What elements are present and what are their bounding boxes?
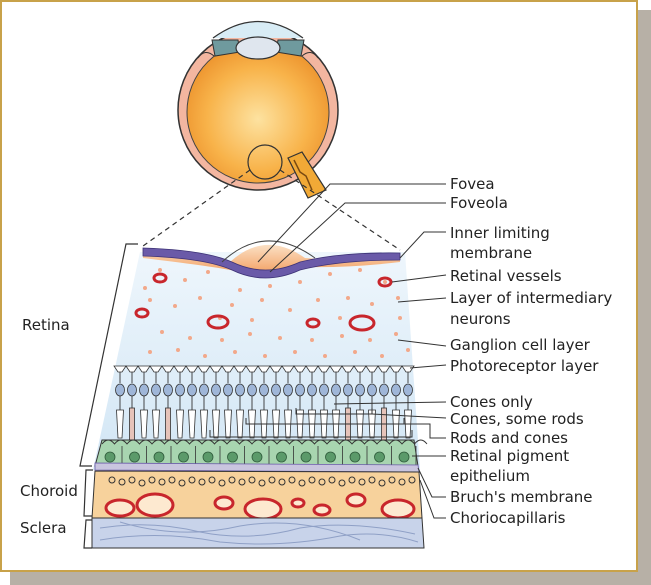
- choroid-bracket: [84, 470, 93, 516]
- callout-cones-only: Cones only: [450, 393, 533, 411]
- rpe-nucleus: [179, 452, 189, 462]
- callout-choriocapillaris: Choriocapillaris: [450, 509, 566, 527]
- lens: [236, 37, 280, 59]
- pigment-epithelium: [95, 440, 427, 466]
- choroid-label: Choroid: [20, 482, 78, 500]
- retina-label: Retina: [22, 316, 70, 334]
- callout-epithelium: epithelium: [450, 467, 530, 485]
- callout-retinal-pigment: Retinal pigment: [450, 447, 569, 465]
- rpe-nucleus: [326, 452, 336, 462]
- zoom-line-right: [280, 170, 400, 250]
- rpe-nucleus: [375, 452, 385, 462]
- rpe-nucleus: [203, 452, 213, 462]
- sclera-bracket: [84, 520, 92, 548]
- retina-section: [92, 241, 427, 548]
- callout-fovea: Fovea: [450, 175, 495, 193]
- rpe-nucleus: [252, 452, 262, 462]
- rpe-nucleus: [399, 452, 409, 462]
- callout-ganglion: Ganglion cell layer: [450, 336, 591, 354]
- rpe-nucleus: [154, 452, 164, 462]
- callout-neurons: neurons: [450, 310, 511, 328]
- callout-membrane: membrane: [450, 244, 532, 262]
- rpe-nucleus: [277, 452, 287, 462]
- callout-bruchs: Bruch's membrane: [450, 488, 593, 506]
- callout-cones-some-rods: Cones, some rods: [450, 410, 584, 428]
- rpe-nucleus: [105, 452, 115, 462]
- eyeball: [178, 22, 338, 199]
- callout-photoreceptor: Photoreceptor layer: [450, 357, 599, 375]
- rpe-nucleus: [130, 452, 140, 462]
- bruchs-membrane: [95, 463, 419, 472]
- rpe-nucleus: [350, 452, 360, 462]
- zoom-line-left: [143, 170, 250, 246]
- callout-retinal-vessels: Retinal vessels: [450, 267, 562, 285]
- sclera-label: Sclera: [20, 519, 67, 537]
- callout-inner-limiting: Inner limiting: [450, 224, 550, 242]
- callout-intermediary: Layer of intermediary: [450, 289, 612, 307]
- rpe-nucleus: [228, 452, 238, 462]
- rpe-nucleus: [301, 452, 311, 462]
- cornea: [213, 22, 303, 39]
- callout-foveola: Foveola: [450, 194, 508, 212]
- callout-rods-and-cones: Rods and cones: [450, 429, 568, 447]
